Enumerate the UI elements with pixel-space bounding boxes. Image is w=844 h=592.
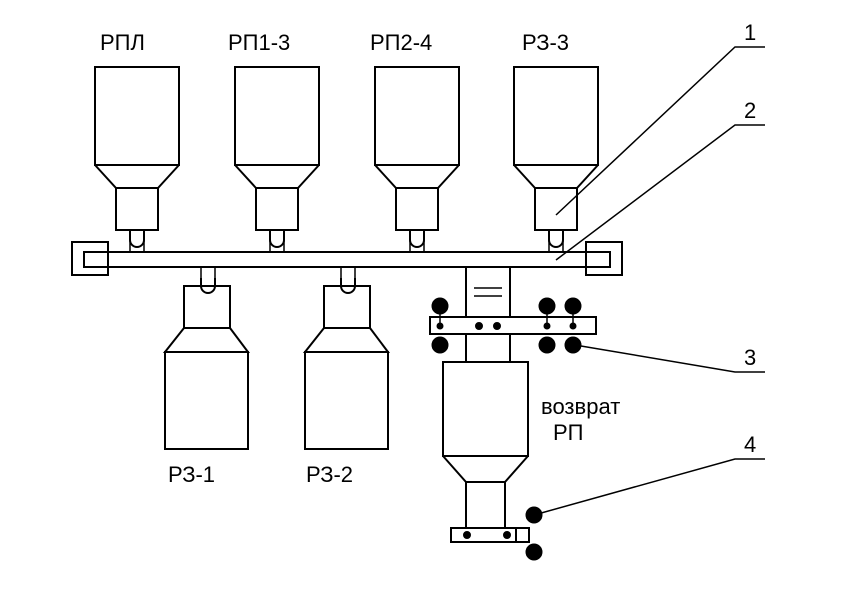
- hopper-rpl: [94, 66, 180, 252]
- platform-4-rollers: [463, 506, 543, 561]
- label-return: возврат: [541, 394, 620, 419]
- label-return-rp: РП: [553, 420, 584, 445]
- hopper-rz1: [162, 267, 250, 450]
- platform-3-rollers: [431, 297, 582, 354]
- label-rz3: РЗ-3: [522, 30, 569, 55]
- conveyor-beam: [71, 241, 623, 276]
- callout-4: 4: [744, 432, 756, 457]
- hopper-rp13: [234, 66, 320, 252]
- callout-2: 2: [744, 98, 756, 123]
- label-rz1: РЗ-1: [168, 462, 215, 487]
- label-rp13: РП1-3: [228, 30, 290, 55]
- label-rpl: РПЛ: [100, 30, 145, 55]
- return-line-assembly: [429, 266, 597, 543]
- label-rz2: РЗ-2: [306, 462, 353, 487]
- callout-leaders: [533, 46, 765, 516]
- hopper-rp24: [374, 66, 460, 252]
- callout-1: 1: [744, 20, 756, 45]
- hopper-rz3: [513, 66, 599, 252]
- label-rp24: РП2-4: [370, 30, 432, 55]
- hopper-rz2: [302, 267, 390, 450]
- callout-3: 3: [744, 345, 756, 370]
